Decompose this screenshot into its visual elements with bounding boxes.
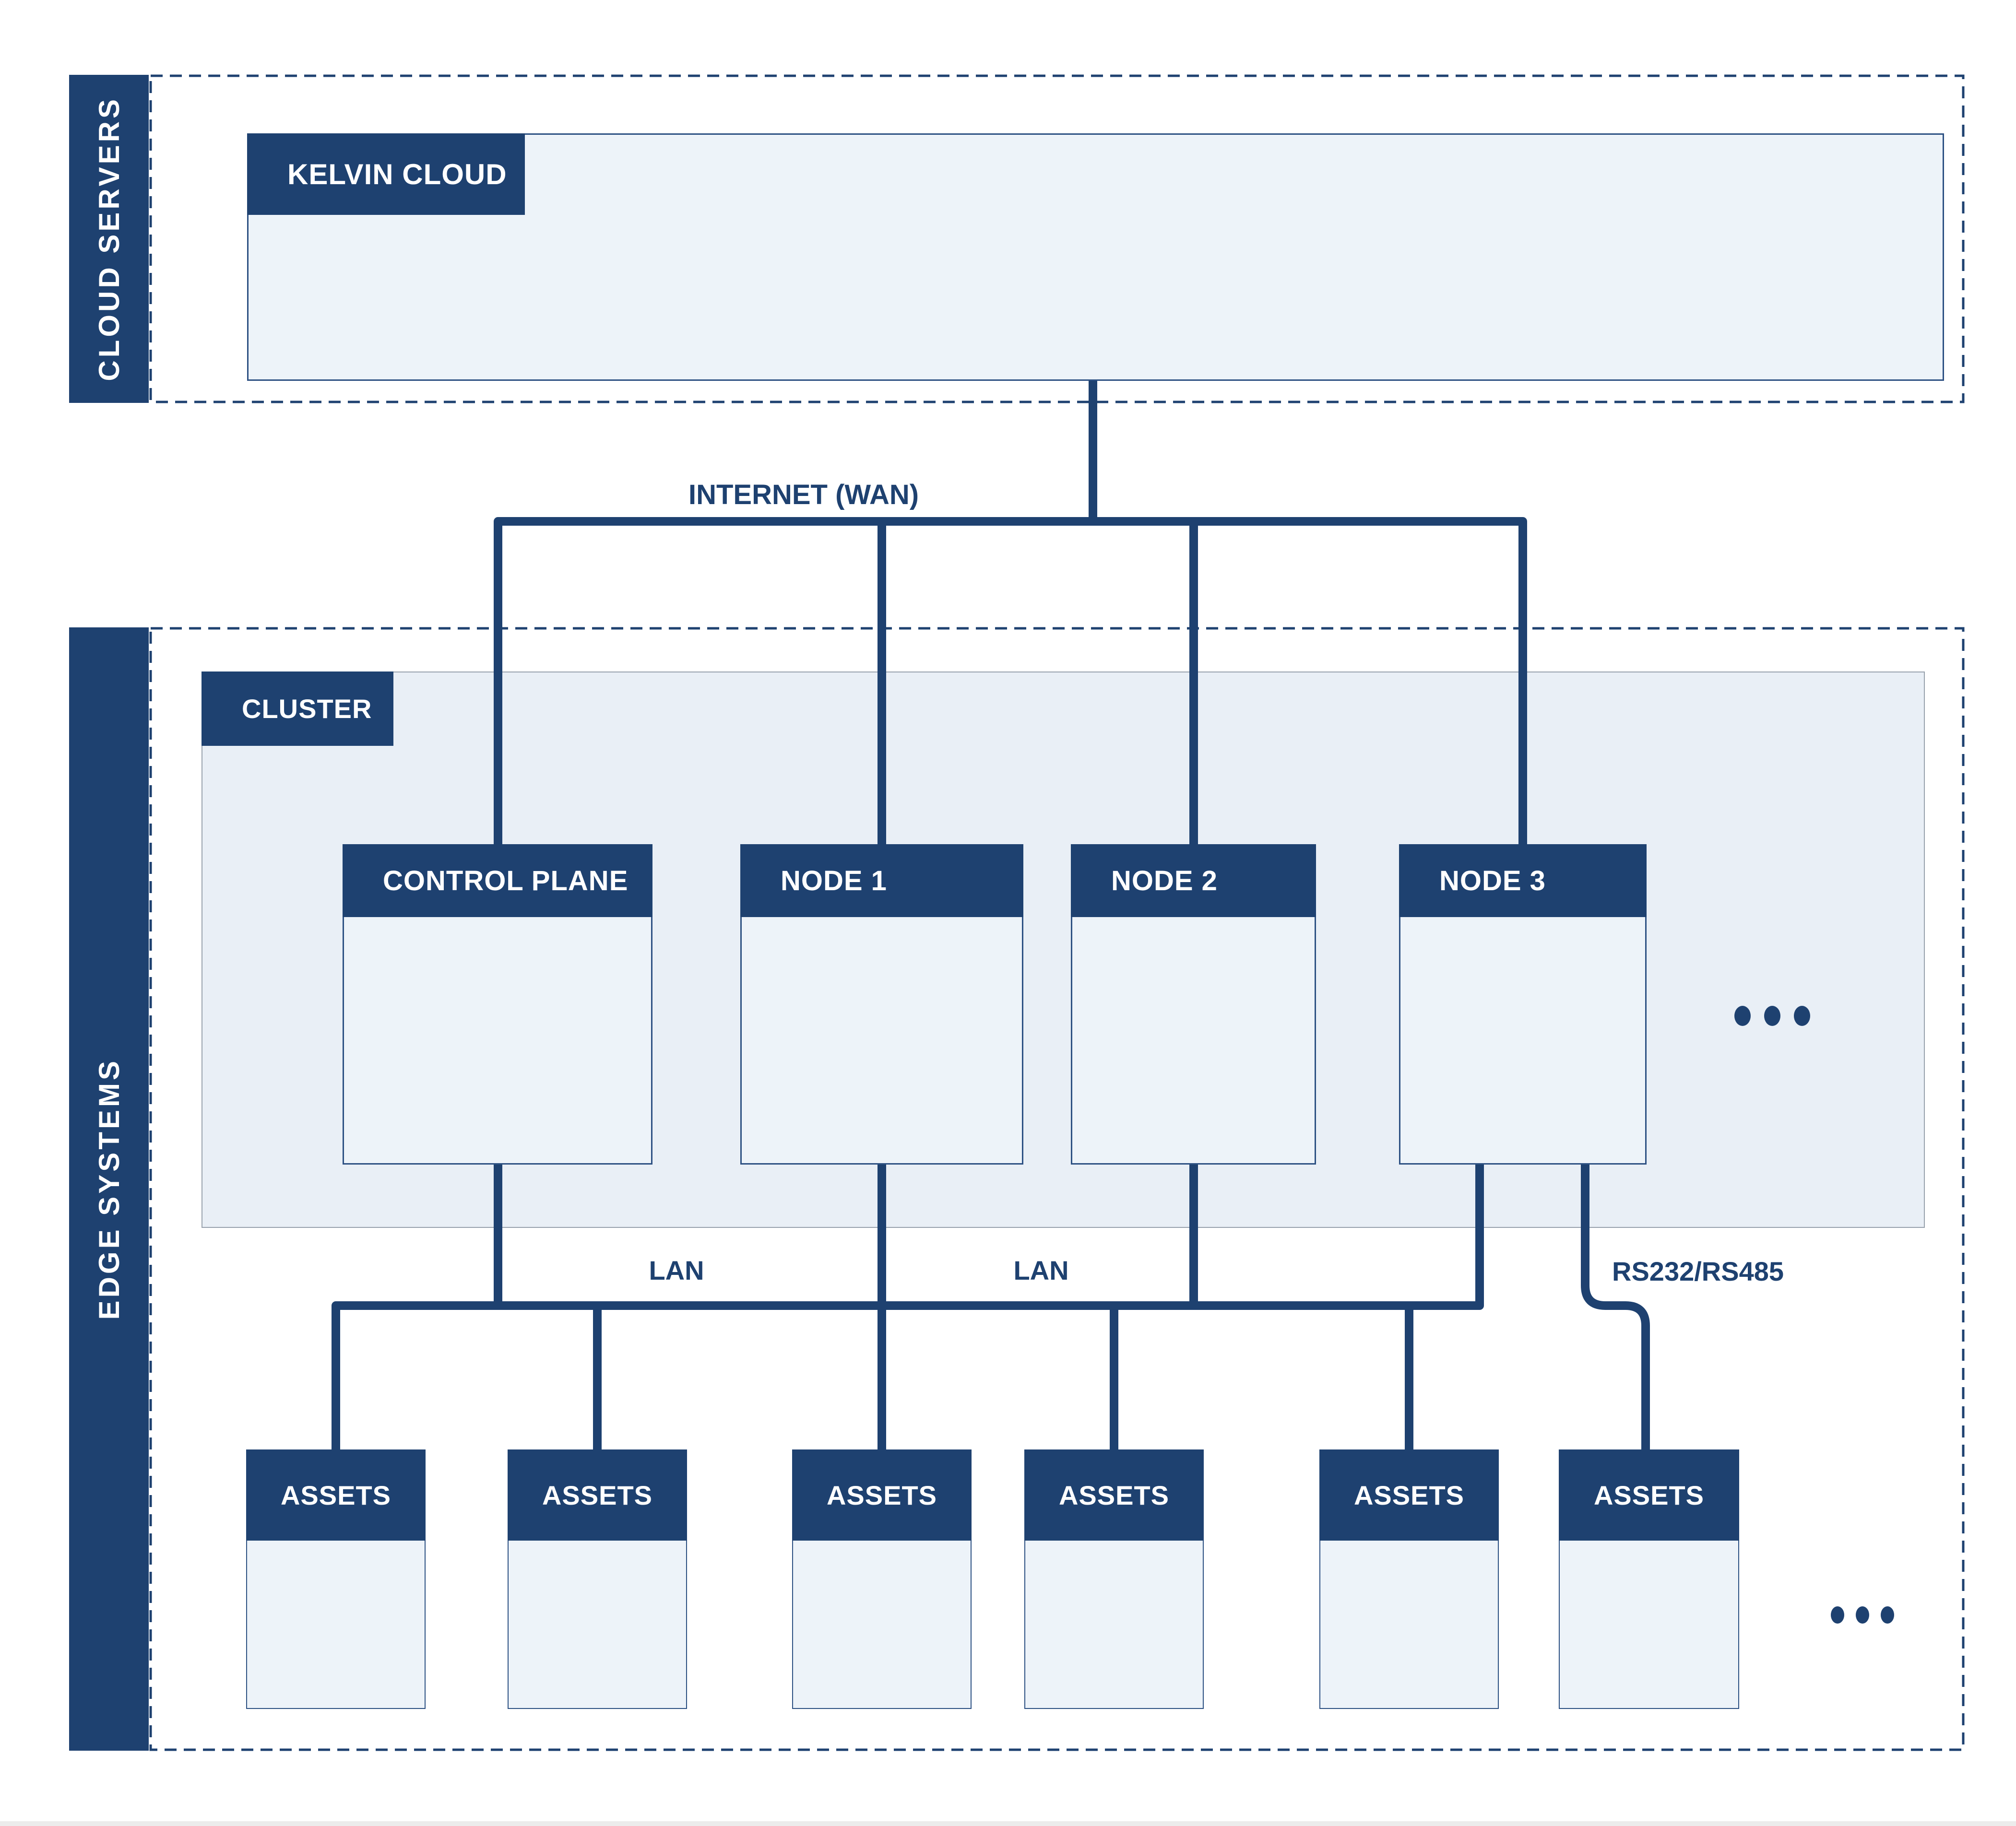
internet-wan-label: INTERNET (WAN) (688, 479, 919, 510)
kelvin-cloud-box (247, 133, 1944, 381)
assets-box-1: ASSETS (246, 1449, 426, 1709)
control-plane-header: CONTROL PLANE (343, 844, 652, 917)
edge-region-dashed-border (149, 627, 1965, 1751)
node-3-box: NODE 3 (1399, 844, 1647, 1165)
node-2-box: NODE 2 (1071, 844, 1316, 1165)
serial-line (1581, 1163, 1650, 1453)
assets-box-6: ASSETS (1559, 1449, 1739, 1709)
more-assets-ellipsis-icon (1831, 1606, 1894, 1624)
edge-systems-sidebar-label: EDGE SYSTEMS (93, 1058, 125, 1320)
node-1-header: NODE 1 (740, 844, 1023, 917)
assets-box-4-header: ASSETS (1024, 1449, 1204, 1541)
node-2-header: NODE 2 (1071, 844, 1316, 917)
lan-label-2: LAN (1013, 1255, 1069, 1285)
cloud-servers-sidebar-label: CLOUD SERVERS (93, 96, 125, 381)
kelvin-cloud-tab: KELVIN CLOUD (247, 133, 525, 215)
assets-box-4: ASSETS (1024, 1449, 1204, 1709)
node-1-box: NODE 1 (740, 844, 1023, 1165)
cloud-servers-sidebar: CLOUD SERVERS (69, 75, 149, 403)
cloud-region-dashed-border (149, 74, 1965, 403)
edge-systems-sidebar: EDGE SYSTEMS (69, 627, 149, 1751)
cluster-tab: CLUSTER (202, 671, 393, 746)
assets-box-2: ASSETS (508, 1449, 687, 1709)
control-plane-box: CONTROL PLANE (343, 844, 652, 1165)
assets-box-2-header: ASSETS (508, 1449, 687, 1541)
wan-bus-line (494, 517, 1527, 846)
assets-box-1-header: ASSETS (246, 1449, 426, 1541)
assets-box-3-header: ASSETS (792, 1449, 972, 1541)
page-bottom-edge (0, 1821, 2016, 1826)
serial-rs232-rs485-label: RS232/RS485 (1612, 1256, 1784, 1286)
more-nodes-ellipsis-icon (1734, 1006, 1810, 1026)
lan-label-1: LAN (649, 1255, 704, 1285)
assets-box-6-header: ASSETS (1559, 1449, 1739, 1541)
assets-box-3: ASSETS (792, 1449, 972, 1709)
lan-bus-line (332, 1163, 1484, 1453)
node-3-header: NODE 3 (1399, 844, 1647, 917)
assets-box-5: ASSETS (1319, 1449, 1499, 1709)
assets-box-5-header: ASSETS (1319, 1449, 1499, 1541)
